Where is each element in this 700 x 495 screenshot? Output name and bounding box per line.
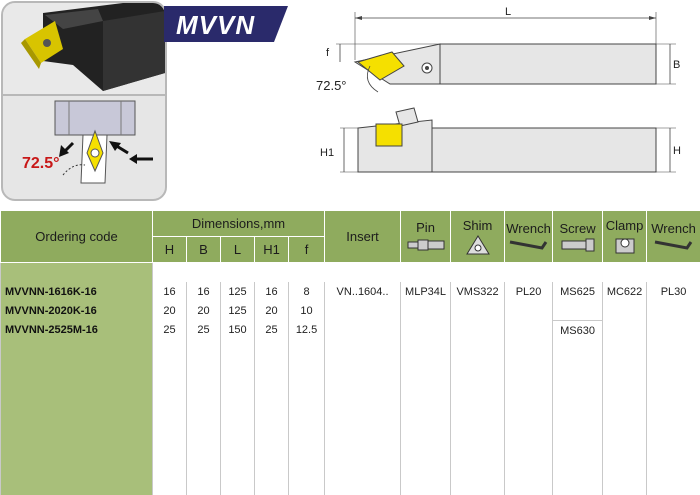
wrench-icon [508, 238, 550, 252]
header-pin: Pin [401, 211, 451, 263]
wrench1-value: PL20 [505, 282, 553, 301]
dim-h1: 16 [255, 282, 289, 301]
dim-h1: 20 [255, 301, 289, 321]
wrench1-value [505, 321, 553, 341]
ordering-table: Ordering code Dimensions,mm Insert Pin S… [0, 210, 700, 489]
header-wrench1: Wrench [505, 211, 553, 263]
header-wrench2: Wrench [647, 211, 700, 263]
clamp-value [603, 301, 647, 321]
wrench2-value: PL30 [647, 282, 700, 301]
photo-angle-label: 72.5° [22, 155, 60, 173]
wrench2-icon [653, 238, 695, 252]
height1-label: H1 [320, 147, 334, 159]
header-shim-label: Shim [463, 218, 493, 233]
header-screw: Screw [553, 211, 603, 263]
clamp-value [603, 321, 647, 341]
dim-h1: 25 [255, 321, 289, 341]
height-label: H [673, 145, 681, 157]
pin-icon [406, 237, 446, 253]
table-row: MVVNN-1616K-16 16 16 125 16 8 VN..1604..… [1, 282, 700, 301]
shim-icon [466, 235, 490, 255]
dim-f: 10 [289, 301, 325, 321]
header-pin-label: Pin [416, 220, 435, 235]
ordering-code: MVVNN-1616K-16 [1, 282, 153, 301]
header-wrench2-label: Wrench [651, 221, 696, 236]
technical-drawing: L f B 72.5° H1 H [300, 0, 700, 205]
header-dim-f: f [289, 237, 325, 263]
pin-value: MLP34L [401, 282, 451, 301]
length-label: L [505, 6, 511, 18]
screw-icon [560, 238, 596, 252]
clamp-value: MC622 [603, 282, 647, 301]
shim-value [451, 321, 505, 341]
screw-value: MS625 [553, 282, 603, 301]
shim-value: VMS322 [451, 282, 505, 301]
wrench2-value [647, 321, 700, 341]
wrench1-value [505, 301, 553, 321]
pin-value [401, 321, 451, 341]
model-name: MVVN [176, 10, 255, 41]
insert-value [325, 301, 401, 321]
header-dim-h: H [153, 237, 187, 263]
screw-value: MS630 [553, 321, 603, 341]
dim-l: 150 [221, 321, 255, 341]
clamp-icon [613, 235, 637, 255]
header-screw-label: Screw [559, 221, 595, 236]
dim-h: 16 [153, 282, 187, 301]
pin-value [401, 301, 451, 321]
shim-value [451, 301, 505, 321]
table-row: MVVNN-2020K-16 20 20 125 20 10 [1, 301, 700, 321]
header-wrench1-label: Wrench [506, 221, 551, 236]
ordering-code: MVVNN-2525M-16 [1, 321, 153, 341]
table-row: MVVNN-2525M-16 25 25 150 25 12.5 MS630 [1, 321, 700, 341]
dim-h: 25 [153, 321, 187, 341]
insert-value [325, 321, 401, 341]
model-badge: MVVN [164, 6, 288, 42]
dim-l: 125 [221, 301, 255, 321]
header-shim: Shim [451, 211, 505, 263]
header-dimensions: Dimensions,mm [153, 211, 325, 237]
width-label: B [673, 59, 680, 71]
screw-value [553, 301, 603, 321]
dim-b: 16 [187, 282, 221, 301]
header-insert: Insert [325, 211, 401, 263]
header-ordering-code: Ordering code [1, 211, 153, 263]
insert-value: VN..1604.. [325, 282, 401, 301]
header-clamp: Clamp [603, 211, 647, 263]
wrench2-value [647, 301, 700, 321]
table-filler-row [1, 340, 700, 495]
dim-l: 125 [221, 282, 255, 301]
dim-b: 20 [187, 301, 221, 321]
dim-f: 8 [289, 282, 325, 301]
dim-b: 25 [187, 321, 221, 341]
header-dim-b: B [187, 237, 221, 263]
header-dim-h1: H1 [255, 237, 289, 263]
dim-f: 12.5 [289, 321, 325, 341]
header-clamp-label: Clamp [606, 218, 644, 233]
ordering-code: MVVNN-2020K-16 [1, 301, 153, 321]
offset-label: f [326, 47, 330, 59]
dim-h: 20 [153, 301, 187, 321]
header-dim-l: L [221, 237, 255, 263]
angle-label: 72.5° [316, 78, 347, 93]
